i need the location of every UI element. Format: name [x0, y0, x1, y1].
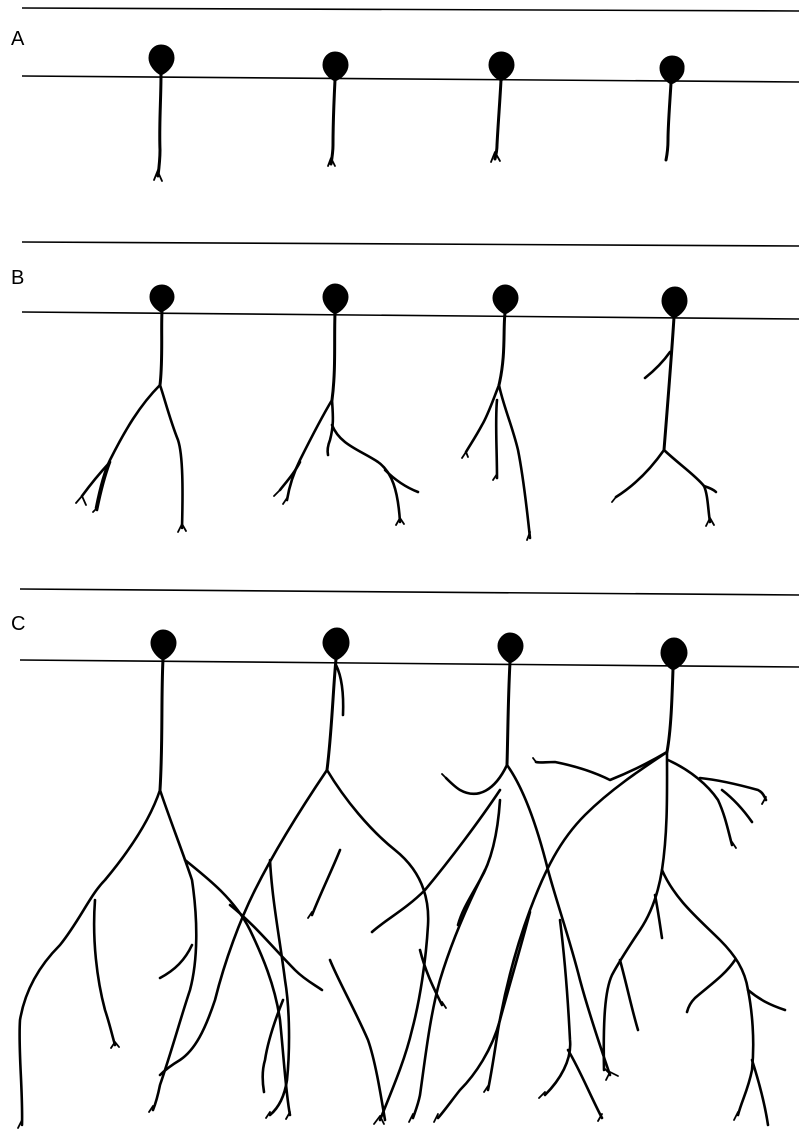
panel-a [22, 8, 799, 181]
neurite-trunk [507, 662, 510, 765]
cell-body [662, 287, 687, 318]
neurite-branch [20, 790, 160, 1125]
panel-a-neuron-2 [323, 52, 348, 166]
neurite-branch [312, 850, 340, 915]
cell-body [323, 628, 349, 660]
neurite [331, 80, 335, 164]
neurite-tips [612, 497, 714, 526]
neurite-branch [160, 385, 183, 528]
neurite-branch [752, 1060, 768, 1125]
panel-c-upper-boundary-line [20, 589, 799, 595]
panel-b-upper-boundary-line [22, 242, 799, 246]
neurite-branch [160, 770, 327, 1075]
panel-b-neuron-4 [612, 287, 716, 526]
panel-b-neuron-2 [274, 284, 418, 525]
panel-a-neuron-1 [149, 45, 174, 181]
neurite-branch [372, 790, 500, 932]
cell-body [323, 284, 348, 314]
neurite-branch [668, 760, 732, 845]
neurite-branch [496, 400, 497, 478]
neurite-branch [662, 870, 753, 1115]
neurite-branch [94, 900, 115, 1045]
neurite-branch [545, 920, 570, 1095]
neurite-branch [620, 960, 638, 1030]
neurite-branch [330, 960, 385, 1120]
cell-body [149, 45, 174, 75]
neurite-tips [266, 912, 446, 1124]
neurite-trunk [667, 669, 673, 752]
neurite-branch [336, 665, 343, 715]
neurite-branch [96, 385, 160, 508]
panel-c-neuron-4 [434, 638, 785, 1125]
neurite-branch [160, 945, 192, 978]
cell-body [323, 52, 348, 81]
panel-c [18, 589, 799, 1128]
panel-b-neuron-1 [76, 285, 186, 532]
panel-b-neuron-3 [462, 285, 530, 540]
neurite [495, 80, 501, 159]
panel-a-upper-boundary-line [22, 8, 799, 11]
panel-a-neuron-3 [489, 52, 514, 162]
neurite-tips [409, 774, 618, 1122]
neurite-trunk [332, 313, 335, 400]
panel-b [22, 242, 799, 540]
cell-body [493, 285, 518, 314]
panel-b-layer-line [22, 312, 799, 319]
neurite-branch [616, 450, 664, 497]
neurite-branch [507, 765, 610, 1075]
cell-body [489, 52, 514, 81]
neurite-trunk [160, 659, 163, 790]
neurite-trunk [664, 317, 674, 450]
neurite-trunk [160, 311, 162, 385]
neurite-branch [748, 990, 785, 1010]
neurite-trunk [499, 313, 505, 385]
panel-c-neuron-1 [18, 630, 322, 1128]
neurite-branch [466, 385, 499, 452]
neurite-branch [385, 470, 418, 492]
neurite-branch [446, 765, 507, 794]
panel-a-neuron-4 [660, 56, 684, 160]
neurite-branch [413, 870, 485, 1118]
neurite-trunk [327, 659, 336, 770]
neurite [158, 74, 161, 176]
cell-body [150, 285, 174, 312]
neurite-branch [488, 752, 667, 1090]
neurite-branch [327, 770, 428, 1120]
cell-body [151, 630, 176, 660]
neurite-branch [499, 385, 530, 538]
neurite-branch [655, 895, 662, 938]
neurite-branch [687, 960, 735, 1012]
panel-a-layer-line [22, 76, 799, 82]
neurite-branch [568, 1050, 602, 1118]
cell-body [660, 56, 684, 84]
neurite-branch [287, 400, 332, 500]
neurite-tips [274, 490, 404, 525]
cell-body [498, 633, 523, 663]
neurite-branch [722, 790, 752, 822]
neurite-tips [18, 1042, 290, 1128]
neurite-branch [645, 352, 670, 378]
neurite [666, 83, 671, 160]
neurite-tips [76, 496, 186, 532]
